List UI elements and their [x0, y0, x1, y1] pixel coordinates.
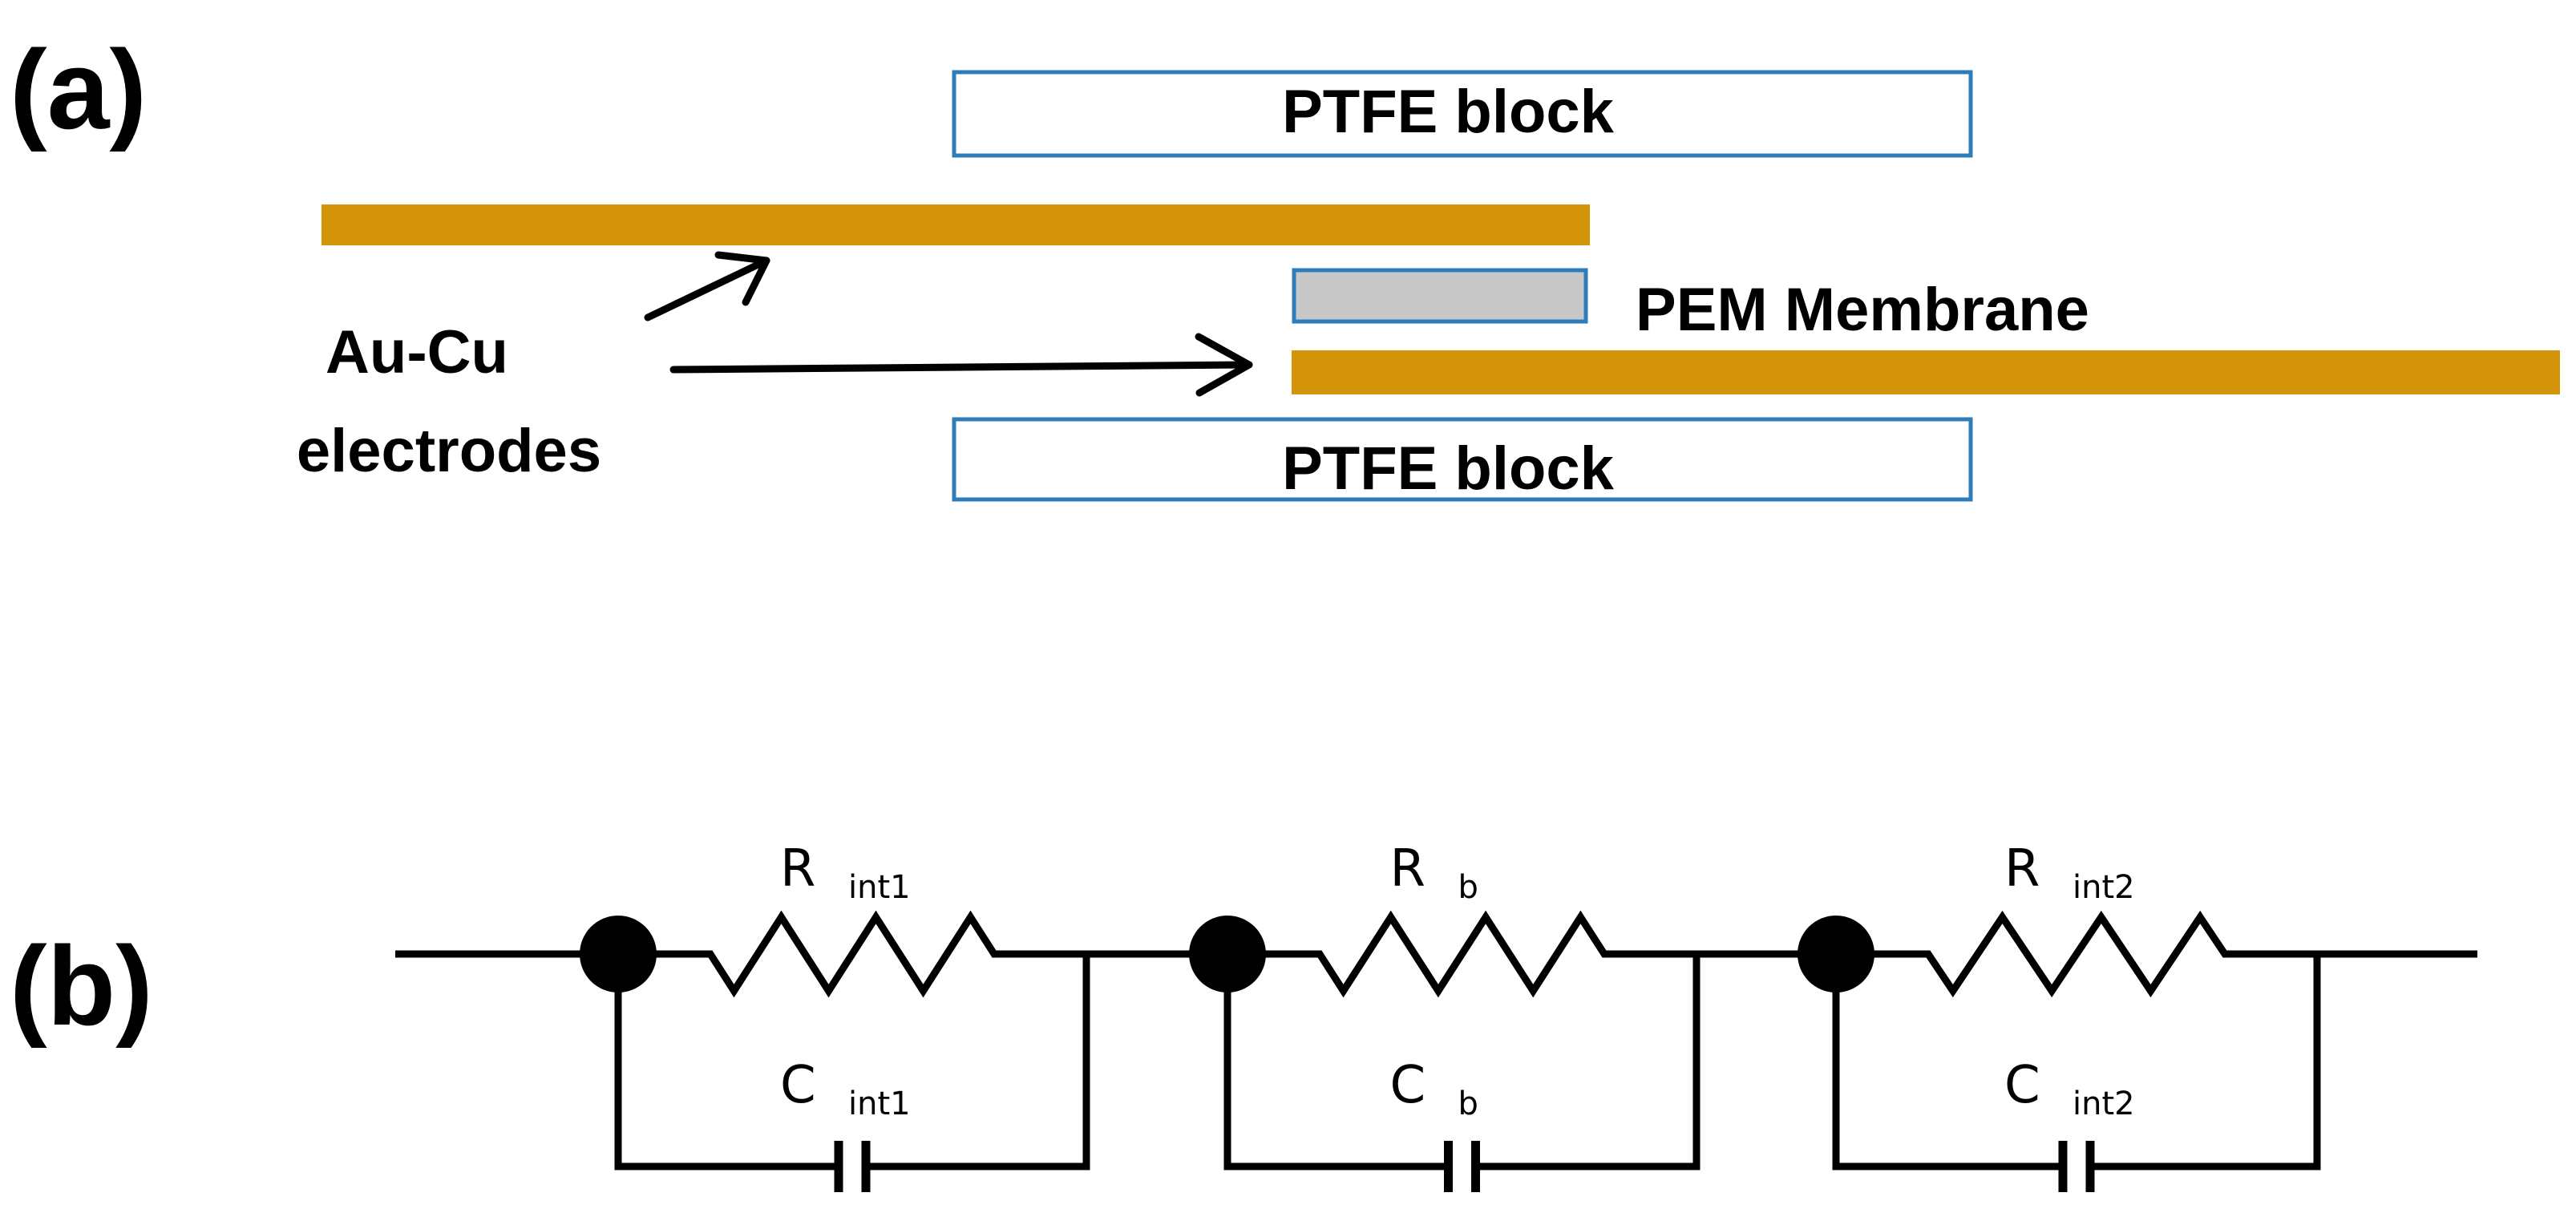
panel-b-label: (b): [10, 923, 153, 1049]
capacitor-subscript-1: int1: [848, 1086, 911, 1122]
resistor-2: [1227, 910, 1836, 998]
pem-membrane-label: PEM Membrane: [1636, 276, 2089, 344]
arrow-to-lower-electrode: [669, 333, 1253, 397]
ptfe-block-bottom-rect: [952, 417, 1973, 502]
electrodes-label-line2: electrodes: [297, 417, 601, 485]
resistor-1: [618, 910, 1227, 998]
ptfe-block-top-label: PTFE block: [1282, 78, 1615, 146]
resistor-subscript-1: int1: [848, 869, 911, 906]
lower-electrode: [1292, 350, 2560, 394]
pem-membrane: [1292, 268, 1588, 324]
arrow-to-upper-electrode: [644, 251, 770, 321]
resistor-label-3: R: [2004, 839, 2040, 899]
resistor-subscript-2: b: [1458, 869, 1478, 906]
capacitor-label-1: C: [780, 1056, 816, 1115]
ptfe-block-bottom-label: PTFE block: [1282, 435, 1615, 503]
capacitor-branch-1: [614, 954, 1090, 1170]
capacitor-branch-2: [1223, 954, 1700, 1170]
capacitor-subscript-3: int2: [2073, 1086, 2135, 1122]
electrodes-label-line1: Au-Cu: [326, 318, 508, 386]
junction-node-3: [1798, 916, 1874, 993]
upper-electrode: [321, 204, 1590, 245]
ptfe-block-bottom: PTFE block: [952, 417, 1973, 503]
capacitor-subscript-2: b: [1458, 1086, 1478, 1122]
capacitor-branch-3: [1832, 954, 2321, 1170]
capacitor-label-3: C: [2004, 1056, 2040, 1115]
capacitor-label-2: C: [1390, 1056, 1426, 1115]
resistor-label-2: R: [1390, 839, 1425, 899]
resistor-subscript-3: int2: [2073, 869, 2135, 906]
junction-node-2: [1189, 916, 1266, 993]
junction-node-1: [580, 916, 657, 993]
ptfe-block-top-rect: [952, 70, 1973, 158]
resistor-3: [1836, 910, 2477, 998]
panel-a-label: (a): [10, 26, 147, 152]
resistor-label-1: R: [780, 839, 815, 899]
ptfe-block-top: PTFE block: [952, 70, 1973, 158]
